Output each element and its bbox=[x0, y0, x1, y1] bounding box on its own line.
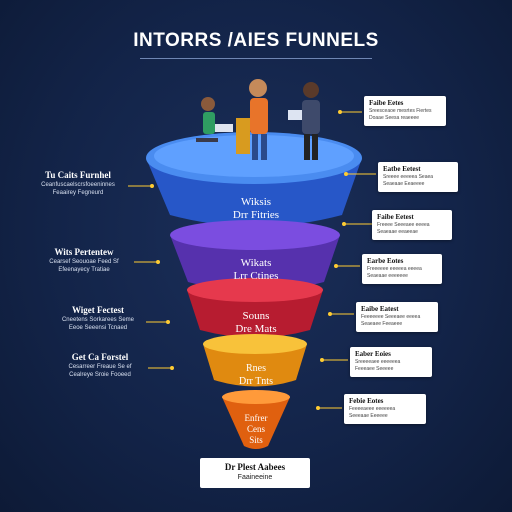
funnel-tier-5 bbox=[222, 390, 290, 449]
title-divider bbox=[140, 58, 372, 59]
right-card-5: Eaibe Eatest Feeeeeee Seeeaee eeeea Seae… bbox=[356, 302, 438, 332]
footer-subtext: Faaineeine bbox=[237, 474, 273, 481]
right-card-6: Eaber Eoies Sreeeeaee eeeeeea Feeeaee Se… bbox=[350, 347, 432, 377]
funnel-tier-2 bbox=[170, 220, 340, 291]
footer-heading: Dr Plest Aabees bbox=[224, 462, 286, 472]
left-note-4: Get Ca Forstel Cesarreer Freaue Se ef Ce… bbox=[68, 352, 132, 378]
right-card-4: Earbe Eotes Freeeeee eeeeea eeeea Seaeaa… bbox=[362, 254, 442, 284]
funnel-tier-4 bbox=[203, 334, 307, 387]
page-title: INTORRS /AIES FUNNELS bbox=[133, 30, 379, 51]
right-card-1: Faibe Eetes Sreesceaoe mesrtes Fiertes D… bbox=[364, 96, 446, 126]
connector-lines bbox=[128, 110, 376, 410]
right-card-2: Eatbe Eetest Sreeee eeeeea Seaea Seaeaae… bbox=[378, 162, 458, 192]
left-note-1: Tu Caits Furnhel Ceanfuscaelscrsfoeeninn… bbox=[41, 170, 115, 196]
funnel-tier-3 bbox=[187, 278, 323, 338]
left-note-3: Wiget Fectest Cneetens Sorkarees Seme Ee… bbox=[61, 305, 135, 331]
right-card-7: Febie Eotes Feeeeaeee eeeeeea Seeeaae Ee… bbox=[344, 394, 426, 424]
right-card-3: Faibe Eetest Freeee Seeeaee eeeea Seaeaa… bbox=[372, 210, 452, 240]
people-illustration bbox=[196, 79, 320, 160]
funnel-footer-box: Dr Plest Aabees Faaineeine bbox=[200, 458, 310, 488]
left-note-2: Wits Pertentew Cearsef Seouoae Feed Sf E… bbox=[49, 247, 119, 273]
